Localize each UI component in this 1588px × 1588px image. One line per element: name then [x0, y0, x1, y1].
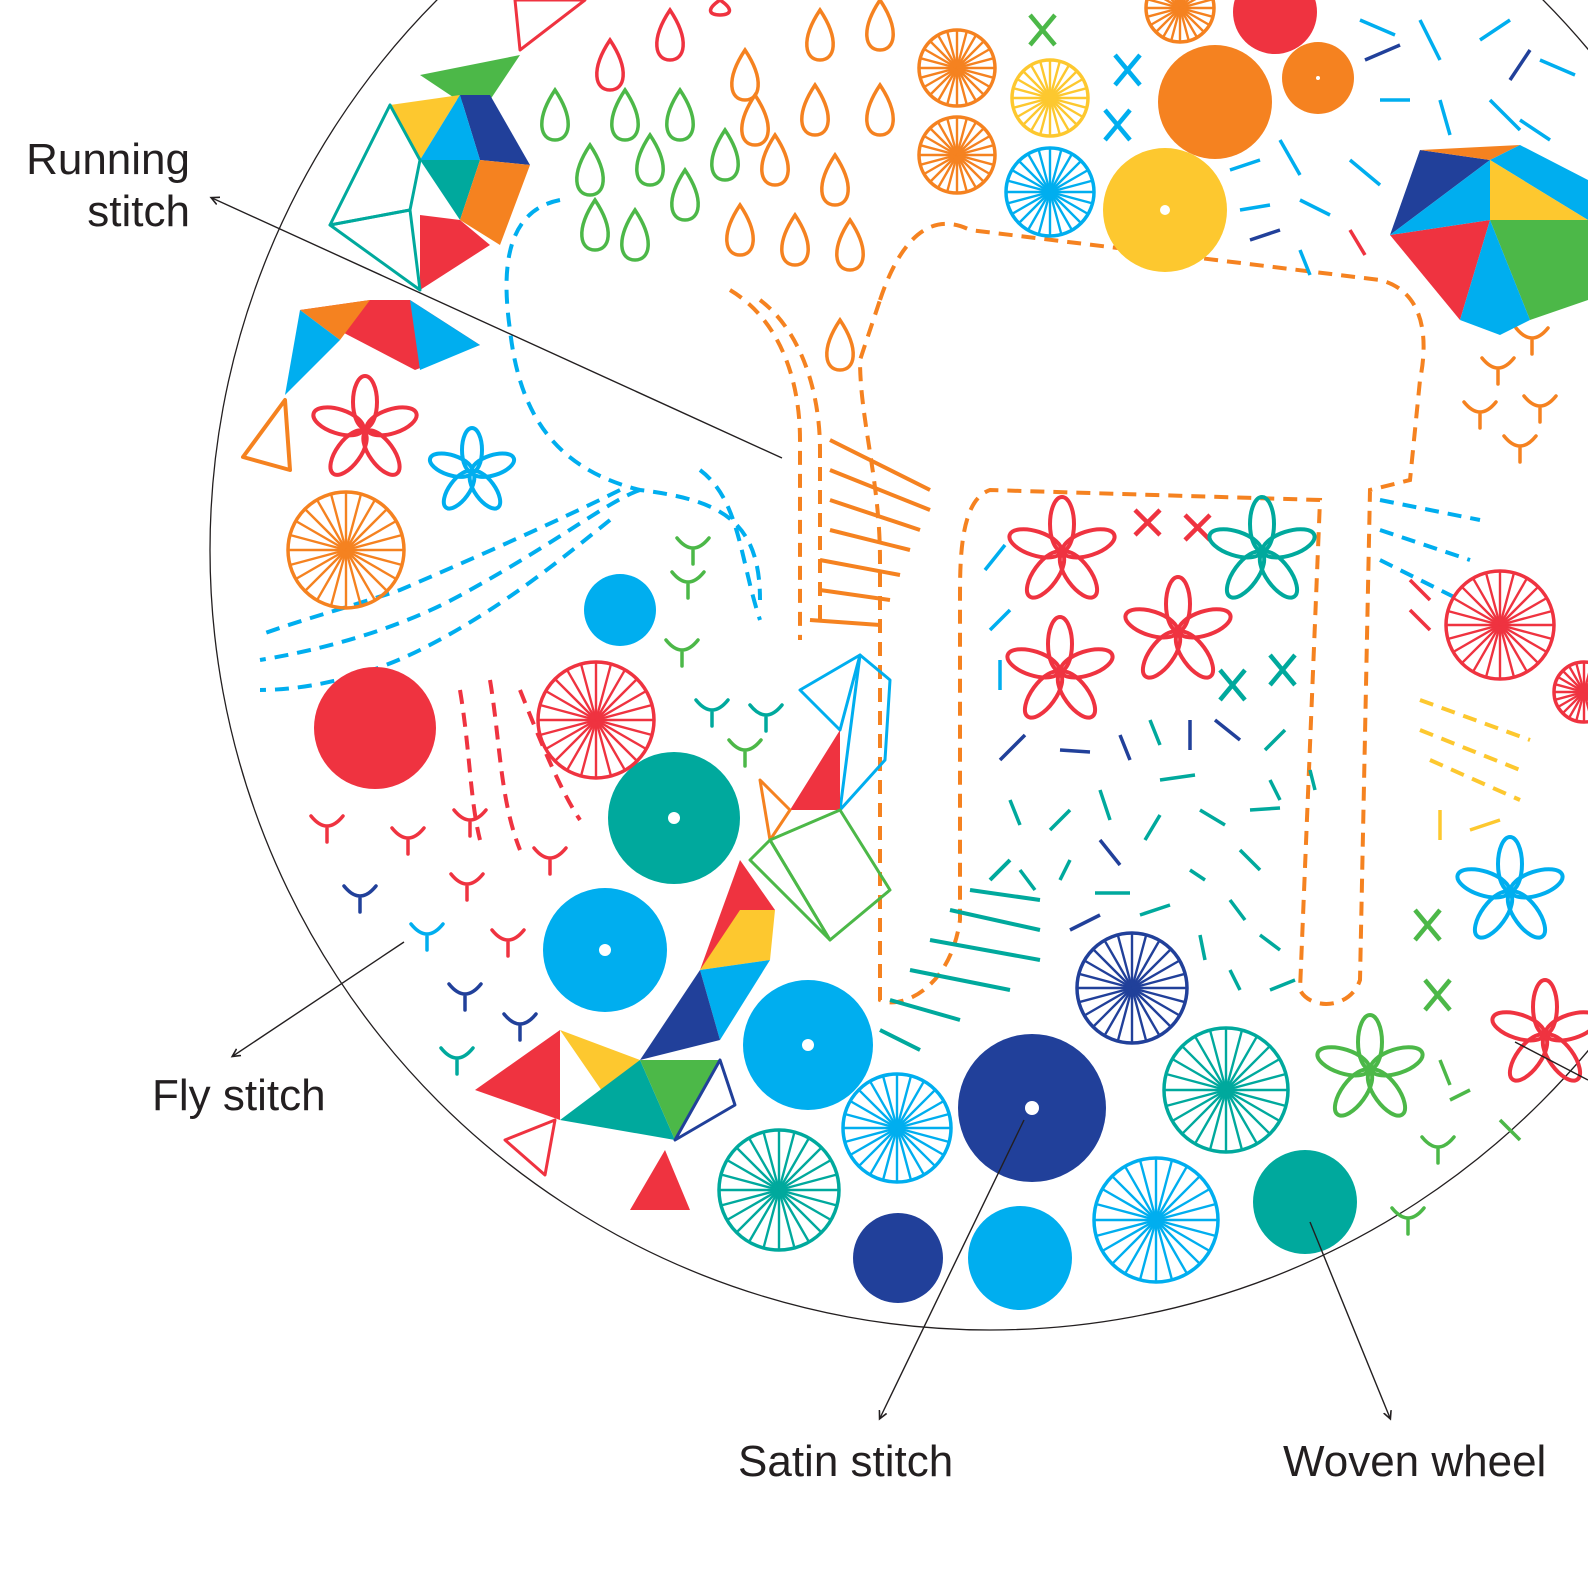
fly-stitch-mark [447, 982, 483, 1012]
running-stitch-pointer [212, 198, 783, 459]
woven-wheel [1092, 1156, 1220, 1284]
woven-wheel [917, 115, 997, 195]
woven-wheel [1162, 1026, 1290, 1154]
woven-wheel [1444, 569, 1556, 681]
fly-stitch-mark [727, 738, 763, 768]
woven-wheel-pointer [1309, 1221, 1390, 1418]
satin-stitch-pointer [880, 1119, 1025, 1418]
lazy-daisy-pointer [1514, 1041, 1588, 1081]
fly-stitch-pointer [233, 941, 405, 1056]
running-stitch-label-line2: stitch [87, 187, 190, 236]
satin-stitch-label: Satin stitch [738, 1437, 954, 1486]
fly-stitch-mark [532, 846, 568, 876]
hoop-outline [209, 0, 1588, 1331]
fly-stitch-mark [452, 808, 488, 838]
fly-stitch-mark [390, 826, 426, 856]
woven-wheel [536, 660, 656, 780]
woven-wheel [1010, 58, 1090, 138]
callout-lines [212, 198, 1588, 1418]
triangle-motif-right [1390, 145, 1588, 335]
fly-stitch-mark [1390, 1206, 1426, 1236]
woven-wheel [1075, 931, 1189, 1045]
running-stitch-label-line1: Running [26, 135, 190, 184]
triangle-motif-top-left [241, 0, 587, 472]
fly-stitch-mark [449, 872, 485, 902]
woven-wheel [717, 1128, 841, 1252]
fly-stitch-mark [670, 570, 706, 600]
triangle-motif-center [475, 653, 892, 1210]
woven-wheel-group [286, 0, 1588, 1284]
woven-wheels [0, 0, 1, 1]
lazy-daisy-flowers [311, 374, 1588, 1118]
fly-stitch-mark [1514, 326, 1550, 356]
woven-wheel-label: Woven wheel [1283, 1437, 1547, 1486]
fly-stitch-mark [1502, 434, 1538, 464]
fly-stitch-mark [1522, 394, 1558, 424]
woven-wheel [286, 490, 406, 610]
fly-stitch-label: Fly stitch [152, 1071, 326, 1120]
woven-wheel [1144, 0, 1216, 44]
fly-stitch-mark [439, 1046, 475, 1076]
woven-wheel [1004, 146, 1096, 238]
fly-stitch-mark [675, 536, 711, 566]
fly-stitch-mark [1480, 356, 1516, 386]
fly-stitch-mark [694, 698, 730, 728]
satin-hatch-teal [879, 858, 1041, 1052]
fly-stitch-mark [748, 703, 784, 733]
fly-stitch-group [309, 326, 1558, 1236]
fly-stitch-mark [409, 922, 445, 952]
running-stitch-outline [259, 198, 1531, 1006]
seed-stitches [983, 18, 1576, 1142]
cross-stitches [1028, 13, 1452, 1012]
woven-wheel [917, 28, 997, 108]
fly-stitch-mark [502, 1012, 538, 1042]
woven-wheel [841, 1072, 953, 1184]
fly-stitch-mark [309, 814, 345, 844]
running-stitch-label: Running stitch [14, 134, 190, 238]
fly-stitch-mark [342, 884, 378, 914]
fly-stitch-mark [490, 928, 526, 958]
satin-stitch-dots [314, 0, 1357, 1310]
fly-stitch-mark [664, 638, 700, 668]
satin-hatch-orange [809, 438, 931, 627]
fly-stitch-mark [1420, 1135, 1456, 1165]
fly-stitch-mark [1462, 400, 1498, 430]
woven-wheel [1552, 660, 1588, 724]
detached-chain-drops [540, 0, 895, 372]
